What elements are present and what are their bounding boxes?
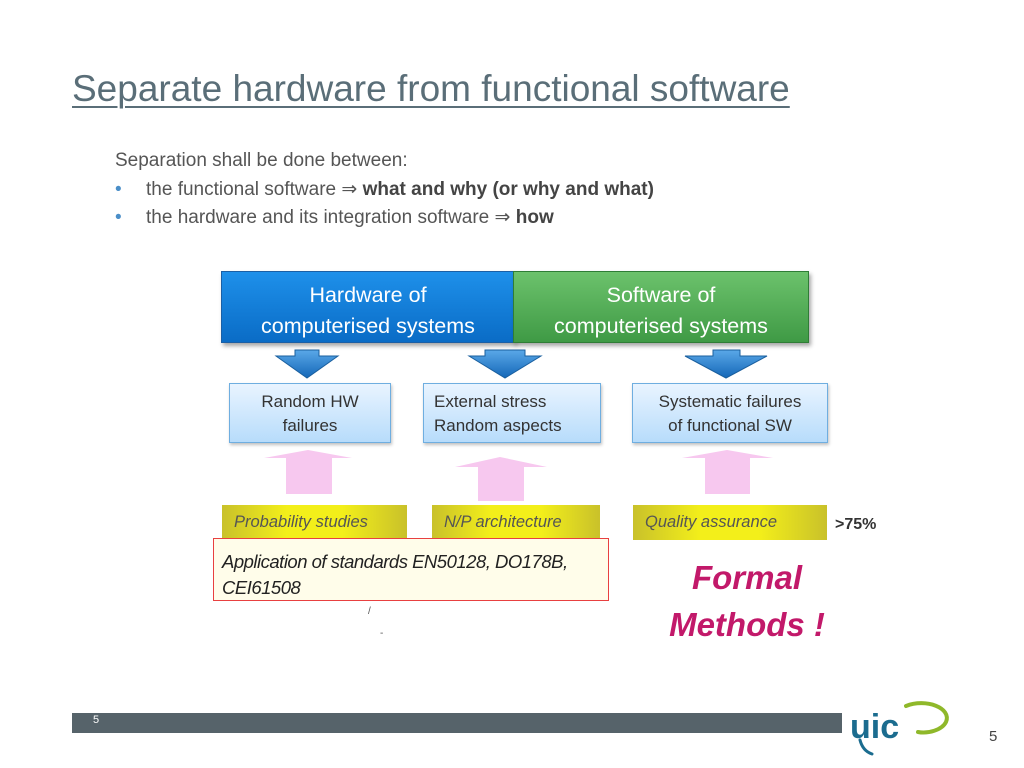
software-header-line2: computerised systems bbox=[554, 314, 768, 338]
intro-text: Separation shall be done between: bbox=[115, 150, 408, 171]
box-line: Systematic failures bbox=[658, 392, 802, 411]
bullet-dot-icon: • bbox=[115, 179, 122, 200]
uic-logo: uic bbox=[848, 700, 958, 756]
box-line: failures bbox=[282, 416, 338, 435]
blue-down-arrow-icon bbox=[467, 349, 543, 379]
blue-down-arrow-icon bbox=[274, 349, 340, 379]
formal-line: Formal bbox=[691, 559, 803, 596]
formal-line: Methods ! bbox=[669, 606, 825, 643]
standards-box: Application of standards EN50128, DO178B… bbox=[213, 538, 609, 601]
hardware-header-line1: Hardware of bbox=[309, 283, 427, 307]
bullet-dot-icon: • bbox=[115, 207, 122, 228]
hardware-header-line2: computerised systems bbox=[261, 314, 475, 338]
box-line: Random aspects bbox=[434, 416, 562, 435]
hardware-header: Hardware of computerised systems bbox=[221, 271, 515, 343]
bullet-text: the functional software ⇒ bbox=[146, 179, 363, 200]
software-header: Software of computerised systems bbox=[513, 271, 809, 343]
footer-bar bbox=[72, 713, 842, 733]
pink-up-arrow-icon bbox=[682, 450, 773, 494]
np-architecture-label: N/P architecture bbox=[432, 505, 600, 540]
tiny-mark: / bbox=[368, 606, 371, 617]
svg-text:uic: uic bbox=[850, 708, 899, 746]
bullet-hardware: • the hardware and its integration softwa… bbox=[115, 206, 554, 229]
quality-assurance-label: Quality assurance bbox=[633, 505, 827, 540]
pink-up-arrow-icon bbox=[264, 450, 352, 494]
box-line: External stress bbox=[434, 392, 547, 411]
blue-down-arrow-icon bbox=[684, 349, 768, 379]
bullet-text: the hardware and its integration softwar… bbox=[146, 207, 516, 228]
external-stress-box: External stress Random aspects bbox=[423, 383, 601, 443]
pink-up-arrow-icon bbox=[455, 457, 547, 501]
page-number: 5 bbox=[989, 728, 998, 745]
software-header-line1: Software of bbox=[606, 283, 716, 307]
probability-studies-label: Probability studies bbox=[222, 505, 407, 540]
box-line: Random HW bbox=[261, 392, 359, 411]
footer-slide-number: 5 bbox=[93, 714, 100, 726]
slide-title: Separate hardware from functional softwa… bbox=[72, 68, 790, 109]
uic-logo-icon: uic bbox=[850, 701, 949, 756]
formal-methods-text: Formal Methods ! bbox=[662, 554, 832, 648]
bullet-bold-text: how bbox=[515, 207, 554, 228]
bullet-functional-software: • the functional software ⇒ what and why … bbox=[115, 178, 654, 201]
standards-line: CEI61508 bbox=[222, 577, 301, 598]
tiny-mark: - bbox=[380, 628, 384, 639]
bullet-bold-text: what and why (or why and what) bbox=[362, 179, 654, 200]
random-hw-failures-box: Random HW failures bbox=[229, 383, 391, 443]
systematic-failures-box: Systematic failures of functional SW bbox=[632, 383, 828, 443]
box-line: of functional SW bbox=[668, 416, 792, 435]
percent-label: >75% bbox=[835, 516, 877, 533]
standards-line: Application of standards EN50128, DO178B… bbox=[222, 551, 568, 572]
